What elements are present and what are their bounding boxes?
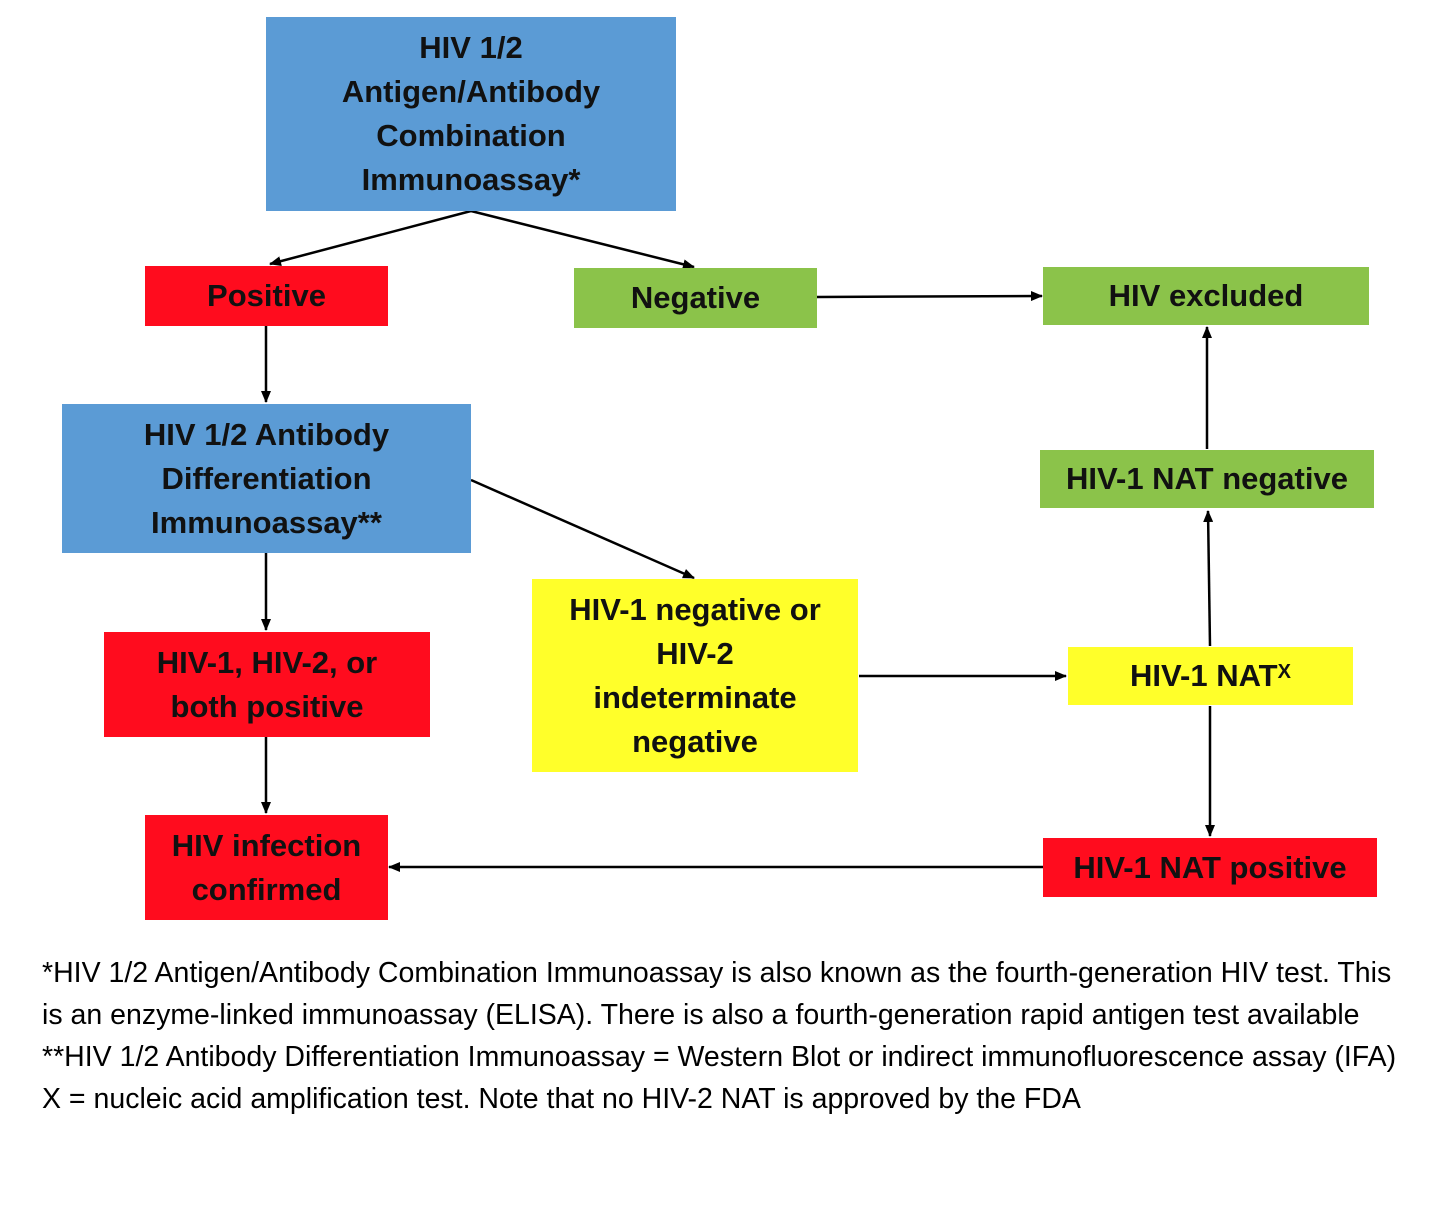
arrow-combo-to-negative bbox=[470, 209, 695, 270]
infection-confirmed-label: HIV infection confirmed bbox=[171, 827, 362, 907]
hiv-both-positive-box: HIV-1, HIV-2, or both positive bbox=[104, 632, 430, 737]
nat-label: HIV-1 NAT bbox=[1130, 658, 1278, 693]
nat-negative-label: HIV-1 NAT negative bbox=[1066, 461, 1348, 496]
differentiation-immunoassay-box: HIV 1/2 Antibody Differentiation Immunoa… bbox=[62, 404, 471, 553]
combo-immunoassay-label: HIV 1/2 Antigen/Antibody Combination Imm… bbox=[341, 30, 601, 197]
infection-confirmed-box: HIV infection confirmed bbox=[145, 815, 388, 920]
arrow-differentiation-to-indeterminate bbox=[470, 478, 695, 580]
nat-negative-box: HIV-1 NAT negative bbox=[1040, 450, 1374, 508]
combo-immunoassay-box: HIV 1/2 Antigen/Antibody Combination Imm… bbox=[266, 17, 676, 211]
arrow-negative-to-excluded bbox=[816, 291, 1043, 302]
footnotes: *HIV 1/2 Antigen/Antibody Combination Im… bbox=[42, 952, 1412, 1120]
hiv1-negative-indeterminate-box: HIV-1 negative or HIV-2 indeterminate ne… bbox=[532, 579, 858, 772]
footnote-combo: *HIV 1/2 Antigen/Antibody Combination Im… bbox=[42, 957, 1392, 1031]
arrow-combo-to-positive bbox=[269, 209, 472, 267]
negative-box: Negative bbox=[574, 268, 817, 328]
footnote-nat: X = nucleic acid amplification test. Not… bbox=[42, 1083, 1081, 1115]
nat-positive-box: HIV-1 NAT positive bbox=[1043, 838, 1377, 897]
positive-box: Positive bbox=[145, 266, 388, 326]
hiv-both-positive-label: HIV-1, HIV-2, or both positive bbox=[156, 644, 378, 724]
hiv-excluded-label: HIV excluded bbox=[1108, 278, 1304, 313]
arrow-nat-to-nat-negative bbox=[1203, 510, 1214, 647]
footnote-differentiation: **HIV 1/2 Antibody Differentiation Immun… bbox=[42, 1041, 1397, 1073]
differentiation-immunoassay-label: HIV 1/2 Antibody Differentiation Immunoa… bbox=[143, 416, 390, 540]
negative-label: Negative bbox=[630, 280, 761, 315]
positive-label: Positive bbox=[207, 278, 326, 313]
hiv1-negative-indeterminate-label: HIV-1 negative or HIV-2 indeterminate ne… bbox=[569, 591, 821, 759]
hiv-excluded-box: HIV excluded bbox=[1043, 267, 1369, 325]
nat-positive-label: HIV-1 NAT positive bbox=[1073, 849, 1347, 885]
